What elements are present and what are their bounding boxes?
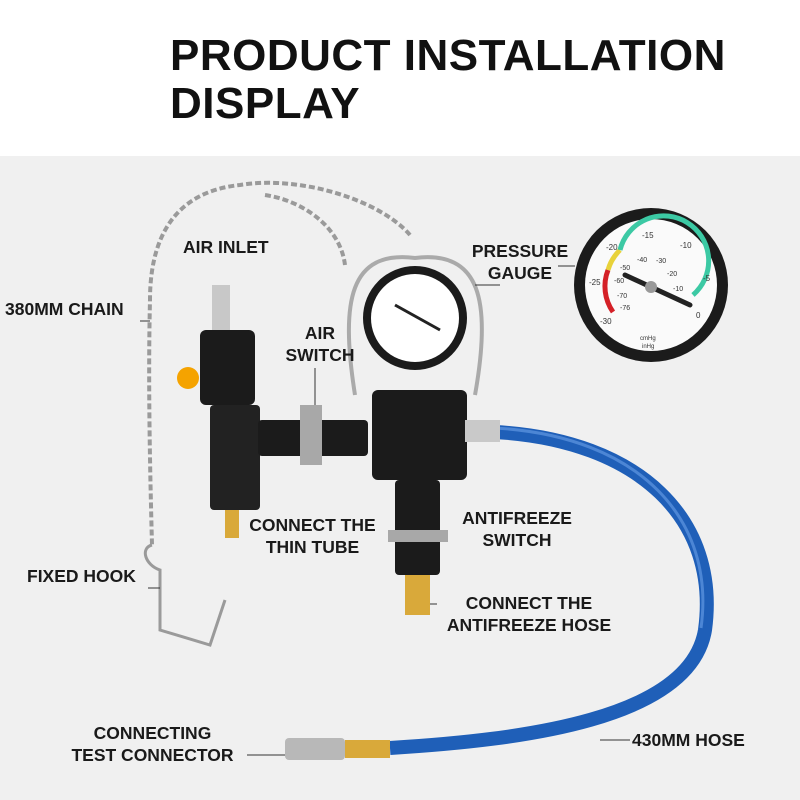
gauge-outer-tick-label: -20 xyxy=(606,243,618,252)
gauge-unit-label: cmHg xyxy=(640,336,656,342)
label-hose: 430MM HOSE xyxy=(632,730,745,750)
label-line: PRESSURE xyxy=(471,241,569,261)
label-pressure-gauge: PRESSURE GAUGE xyxy=(460,240,580,284)
antifreeze-hose-fitting xyxy=(405,575,430,615)
blue-hose xyxy=(389,425,714,755)
antifreeze-switch-lever xyxy=(388,530,448,542)
label-antifreeze-switch: ANTIFREEZE SWITCH xyxy=(452,507,582,551)
header xyxy=(0,0,800,156)
gauge-outer-tick-label: -25 xyxy=(589,278,601,287)
label-line: ANTIFREEZE xyxy=(462,508,572,528)
label-line: SWITCH xyxy=(285,345,355,365)
page-title: PRODUCT INSTALLATION DISPLAY xyxy=(170,32,726,128)
pressure-gauge-mounted xyxy=(363,266,467,370)
fixed-hook xyxy=(143,543,227,647)
air-inlet-body xyxy=(200,330,255,405)
gauge-inner-tick-label: -30 xyxy=(656,258,666,265)
label-chain: 380MM CHAIN xyxy=(5,299,124,319)
center-finned-body xyxy=(372,390,467,480)
gauge-outer-tick-label: -15 xyxy=(642,231,654,240)
label-line: CONNECTING xyxy=(93,723,212,743)
gauge-inner-tick-label: -50 xyxy=(620,265,630,272)
label-thin-tube: CONNECT THE THIN TUBE xyxy=(240,514,385,558)
leader-lines xyxy=(140,265,630,756)
gauge-outer-tick-label: -30 xyxy=(600,317,612,326)
title-line-2: DISPLAY xyxy=(170,79,361,128)
gauge-green-zone xyxy=(617,213,712,297)
mounted-gauge-needle xyxy=(394,303,441,332)
hose-fitting xyxy=(465,420,500,442)
test-connector xyxy=(285,738,345,760)
gauge-inner-tick-label: -60 xyxy=(614,278,624,285)
chain-branch xyxy=(264,193,347,266)
air-inlet-fitting xyxy=(212,285,230,330)
label-line: GAUGE xyxy=(487,263,553,283)
gauge-outer-tick-label: -5 xyxy=(703,274,711,283)
label-line: THIN TUBE xyxy=(265,537,360,557)
gauge-yellow-zone xyxy=(605,248,622,271)
gauge-needle-hub xyxy=(645,281,657,293)
label-line: AIR xyxy=(304,323,336,343)
gauge-inner-tick-label: -10 xyxy=(673,286,683,293)
label-line: CONNECT THE xyxy=(465,593,593,613)
gauge-handle xyxy=(346,255,484,396)
gauge-inner-tick-label: -20 xyxy=(667,271,677,278)
thin-tube-fitting xyxy=(225,510,239,538)
label-line: SWITCH xyxy=(482,530,552,550)
gauge-inner-tick-label: -70 xyxy=(617,293,627,300)
label-test-connector: CONNECTING TEST CONNECTOR xyxy=(60,722,245,766)
gauge-outer-tick-label: 0 xyxy=(696,311,701,320)
label-air-switch: AIR SWITCH xyxy=(280,322,360,366)
title-line-1: PRODUCT INSTALLATION xyxy=(170,31,726,80)
label-antifreeze-hose: CONNECT THE ANTIFREEZE HOSE xyxy=(436,592,622,636)
hose-highlight xyxy=(494,426,705,629)
chain xyxy=(147,180,412,546)
left-finned-body xyxy=(210,405,260,510)
test-connector-brass-fitting xyxy=(345,740,390,758)
pressure-gauge-closeup: -30 -25 -20 -15 -10 -5 0 -76 -70 -60 -50… xyxy=(574,208,728,362)
label-fixed-hook: FIXED HOOK xyxy=(27,566,136,586)
antifreeze-valve-body xyxy=(395,480,440,575)
label-air-inlet: AIR INLET xyxy=(183,237,269,257)
gauge-outer-tick-label: -10 xyxy=(680,241,692,250)
label-line: ANTIFREEZE HOSE xyxy=(446,615,612,635)
orange-knob xyxy=(177,367,199,389)
air-switch-lever xyxy=(300,405,322,465)
label-line: TEST CONNECTOR xyxy=(71,745,234,765)
gauge-inner-tick-label: -40 xyxy=(637,257,647,264)
gauge-unit-label: inHg xyxy=(642,344,654,350)
gauge-inner-tick-label: -76 xyxy=(620,305,630,312)
label-line: CONNECT THE xyxy=(249,515,376,535)
gauge-red-zone xyxy=(602,269,616,314)
mounted-gauge-face xyxy=(371,274,459,362)
gauge-needle xyxy=(622,272,693,308)
